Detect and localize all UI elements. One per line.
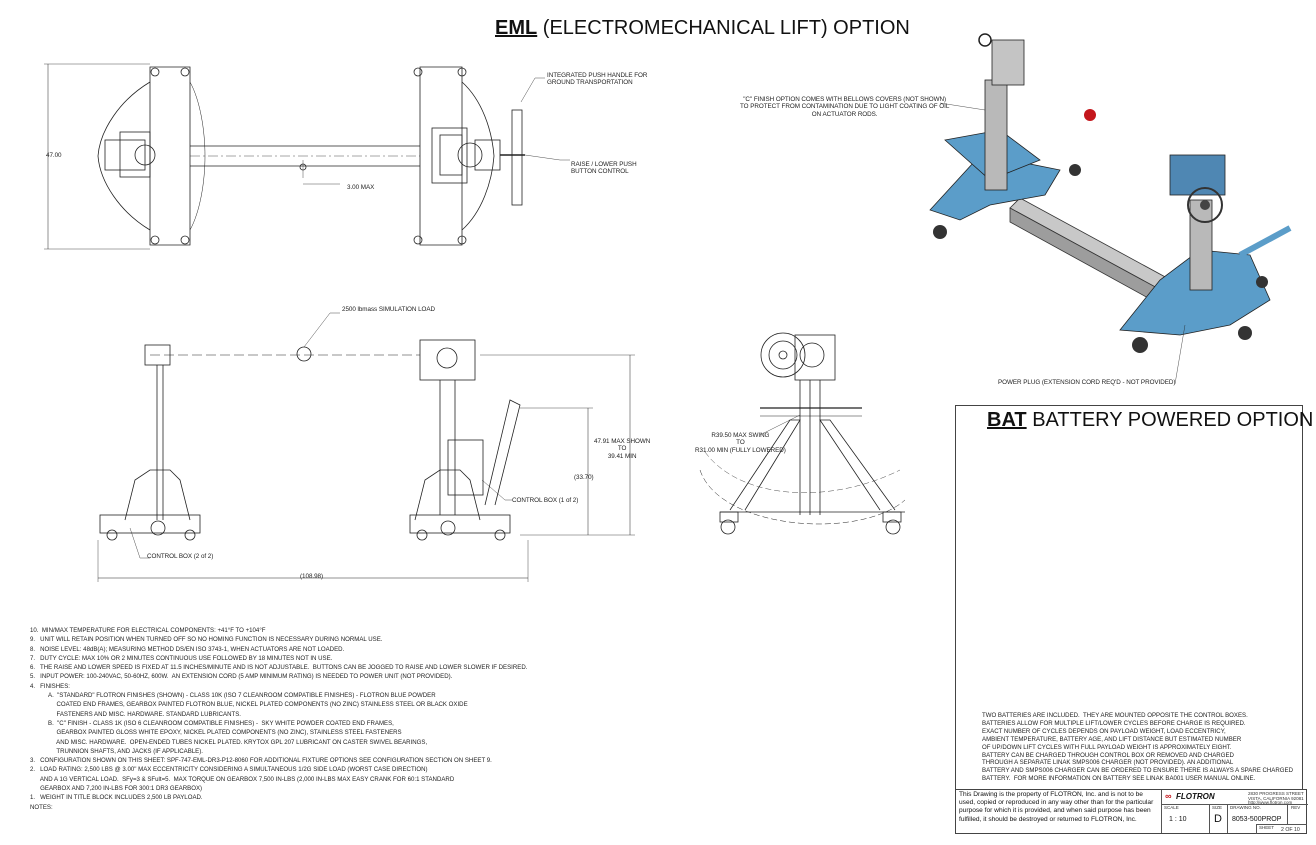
note-9: 9. UNIT WILL RETAIN POSITION WHEN TURNED… <box>30 636 383 644</box>
c-finish-callout: "C" FINISH OPTION COMES WITH BELLOWS COV… <box>740 96 950 118</box>
note-2-cont: AND A 1G VERTICAL LOAD. SFy=3 & SFult=5.… <box>30 775 455 783</box>
rev-cell: REV <box>1287 804 1307 824</box>
bat-option-panel <box>955 405 1303 790</box>
scale-label: SCALE <box>1164 805 1179 810</box>
general-notes: 10. MIN/MAX TEMPERATURE FOR ELECTRICAL C… <box>30 626 590 812</box>
control-box-1-callout: CONTROL BOX (1 of 2) <box>512 497 579 504</box>
note-4: 4. FINISHES: <box>30 682 70 690</box>
rev-label: REV <box>1291 805 1301 810</box>
dim-10898: (108.98) <box>300 573 324 580</box>
push-handle-callout: INTEGRATED PUSH HANDLE FOR GROUND TRANSP… <box>547 72 648 87</box>
bat-title: BAT BATTERY POWERED OPTION <box>987 409 1313 432</box>
power-plug-callout: POWER PLUG (EXTENSION CORD REQ'D - NOT P… <box>998 379 1176 386</box>
sim-load-callout: 2500 lbmass SIMULATION LOAD <box>342 306 436 313</box>
side-view <box>699 332 906 535</box>
drawing-no-label: DRAWING NO. <box>1230 805 1261 810</box>
note-8: 8. NOISE LEVEL: 48dB(A); MEASURING METHO… <box>30 645 345 653</box>
website: http://www.flotron.com <box>1248 800 1293 805</box>
eml-title: EML (ELECTROMECHANICAL LIFT) OPTION <box>495 17 910 40</box>
note-4b-line: B. "C" FINISH - CLASS 1K (ISO 6 CLEANROO… <box>48 719 394 727</box>
note-10: 10. MIN/MAX TEMPERATURE FOR ELECTRICAL C… <box>30 627 266 634</box>
note-4a-line: FASTENERS AND MISC. HARDWARE. STANDARD L… <box>48 710 241 718</box>
sheet-value: 2 OF 10 <box>1281 827 1300 833</box>
eml-title-rest: (ELECTROMECHANICAL LIFT) OPTION <box>542 17 910 39</box>
bat-description: TWO BATTERIES ARE INCLUDED. THEY ARE MOU… <box>982 712 1293 783</box>
dim-3370: (33.70) <box>574 474 594 481</box>
swing-callout: R39.50 MAX SWING TO R31.00 MIN (FULLY LO… <box>695 432 786 454</box>
note-6: 6. THE RAISE AND LOWER SPEED IS FIXED AT… <box>30 664 528 672</box>
size-cell: SIZE D <box>1209 804 1228 833</box>
size-value: D <box>1214 813 1222 825</box>
flotron-logo-icon: ∞ <box>1165 791 1172 801</box>
sheet-label: SHEET <box>1259 825 1275 830</box>
dim-47: 47.00 <box>46 152 62 159</box>
bat-title-abbr: BAT <box>987 409 1027 431</box>
note-4b-line: GEARBOX PAINTED GLOSS WHITE EPOXY, NICKE… <box>48 729 402 737</box>
note-2-cont: GEARBOX AND 7,200 IN-LBS FOR 300:1 DR3 G… <box>30 785 203 793</box>
address-2: VISTA, CALIFORNIA 92081 <box>1248 796 1304 801</box>
sheet-cell: SHEET 2 OF 10 <box>1256 824 1307 834</box>
note-4a-line: A. "STANDARD" FLOTRON FINISHES (SHOWN) -… <box>48 692 436 700</box>
raise-lower-callout: RAISE / LOWER PUSH BUTTON CONTROL <box>571 161 637 176</box>
note-4b-line: TRUNNION SHAFTS, AND JACKS (IF APPLICABL… <box>48 747 203 755</box>
eml-iso-render <box>929 33 1292 385</box>
note-1: 1. WEIGHT IN TITLE BLOCK INCLUDES 2,500 … <box>30 794 203 802</box>
company-name: FLOTRON <box>1176 792 1215 801</box>
control-box-2-callout: CONTROL BOX (2 of 2) <box>147 553 214 560</box>
note-7: 7. DUTY CYCLE: MAX 10% OR 2 MINUTES CONT… <box>30 654 333 662</box>
note-5: 5. INPUT POWER: 100-240VAC, 50-60HZ, 600… <box>30 673 453 681</box>
dim-3-max: 3.00 MAX <box>347 184 375 191</box>
eml-title-abbr: EML <box>495 17 538 39</box>
front-view <box>97 312 635 582</box>
scale-cell: SCALE 1 : 10 <box>1161 804 1187 833</box>
ownership-notice: This Drawing is the property of FLOTRON,… <box>959 791 1154 823</box>
drawing-no-value: 8053-500PROP <box>1232 816 1282 823</box>
size-label: SIZE <box>1212 805 1223 810</box>
address-1: 2830 PROGRESS STREET <box>1248 791 1304 796</box>
note-2: 2. LOAD RATING: 2,500 LBS @ 3.00" MAX EC… <box>30 766 428 774</box>
note-4b-line: AND MISC. HARDWARE. OPEN-ENDED TUBES NIC… <box>48 738 428 746</box>
height-dim: 47.91 MAX SHOWN TO 39.41 MIN <box>594 438 651 460</box>
scale-value: 1 : 10 <box>1169 816 1187 823</box>
title-block: This Drawing is the property of FLOTRON,… <box>955 789 1308 834</box>
note-3: 3. CONFIGURATION SHOWN ON THIS SHEET: SP… <box>30 757 492 765</box>
drawing-no-cell: DRAWING NO. 8053-500PROP <box>1227 804 1288 833</box>
logo-cell: ∞ FLOTRON 2830 PROGRESS STREET VISTA, CA… <box>1161 790 1308 805</box>
note-4a-line: COATED END FRAMES, GEARBOX PAINTED FLOTR… <box>48 701 468 709</box>
top-view <box>44 63 570 250</box>
bat-title-rest: BATTERY POWERED OPTION <box>1032 409 1314 431</box>
notes-heading: NOTES: <box>30 803 53 811</box>
